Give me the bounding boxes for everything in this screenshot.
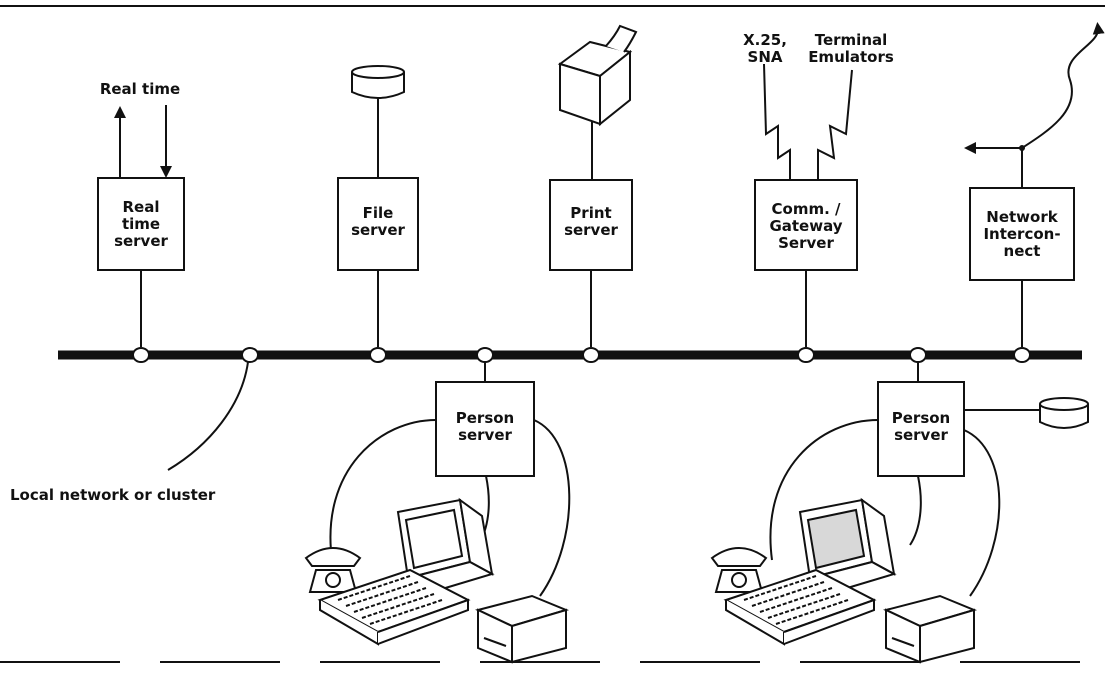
interconnect-tap [1013,347,1031,363]
file-server-box [337,177,419,271]
keyboard-icon [723,568,877,646]
person2-phone-cable [769,419,879,561]
lan-tap [241,347,259,363]
person1-tap [476,347,494,363]
telephone-icon [710,547,768,593]
monitor-icon [396,497,495,594]
printer-paper [605,24,638,53]
comm-zigzag-right [817,69,853,180]
realtime-server-label-2: time [122,215,160,233]
person-server-1-group: Person server [304,347,571,664]
realtime-tap [132,347,150,363]
lan-leader-line [167,361,249,471]
person1-label-2: server [458,426,512,444]
person1-cpu-cable [533,419,571,597]
person-server-2-group: Person server [710,347,1089,664]
person-server-1-box [435,381,535,477]
network-interconnect-group: Network Intercon- nect [964,22,1105,363]
printer-icon-side [599,49,631,127]
realtime-server-label-3: server [114,232,168,250]
comm-input-left-1: X.25, [743,31,787,49]
comm-zigzag-left [763,63,791,180]
realtime-server-group: Real time Real time server [97,80,185,363]
comm-input-right-1: Terminal [815,31,888,49]
print-tap [582,347,600,363]
monitor-icon [798,497,897,594]
person2-tap [909,347,927,363]
person1-phone-cable [329,419,437,561]
disk-icon-top [351,65,405,79]
person2-label-2: server [894,426,948,444]
file-server-label-1: File [363,204,394,222]
cpu-box-icon [475,594,570,664]
person2-label-1: Person [892,409,950,427]
interconnect-label-2: Intercon- [983,225,1060,243]
file-server-group: File server [337,65,419,363]
lan-label: Local network or cluster [10,486,216,504]
file-server-label-2: server [351,221,405,239]
person2-disk-icon-top [1039,397,1089,411]
telephone-icon [304,547,362,593]
interconnect-label-1: Network [986,208,1058,226]
comm-input-left-2: SNA [748,48,783,66]
person2-cpu-cable [963,429,1001,597]
cpu-box-icon [883,594,978,664]
comm-server-group: X.25, SNA Terminal Emulators Comm. / Gat… [743,31,894,363]
person2-monitor-cable [909,475,922,546]
comm-tap [797,347,815,363]
interconnect-label-3: nect [1004,242,1041,260]
file-tap [369,347,387,363]
comm-server-label-3: Server [778,234,834,252]
person1-label-1: Person [456,409,514,427]
realtime-server-box [97,177,185,271]
lan-tap-group: Local network or cluster [10,347,259,504]
print-server-group: Print server [549,24,638,363]
interconnect-wan-link [1021,22,1105,149]
person-server-2-box [877,381,965,477]
print-server-label-2: server [564,221,618,239]
print-server-label-1: Print [570,204,611,222]
comm-server-label-1: Comm. / [772,200,841,218]
keyboard-icon [317,568,471,646]
realtime-server-label-1: Real [123,198,160,216]
comm-input-right-2: Emulators [808,48,894,66]
realtime-label: Real time [100,80,180,98]
comm-server-label-2: Gateway [769,217,842,235]
network-interconnect-box [969,187,1075,281]
